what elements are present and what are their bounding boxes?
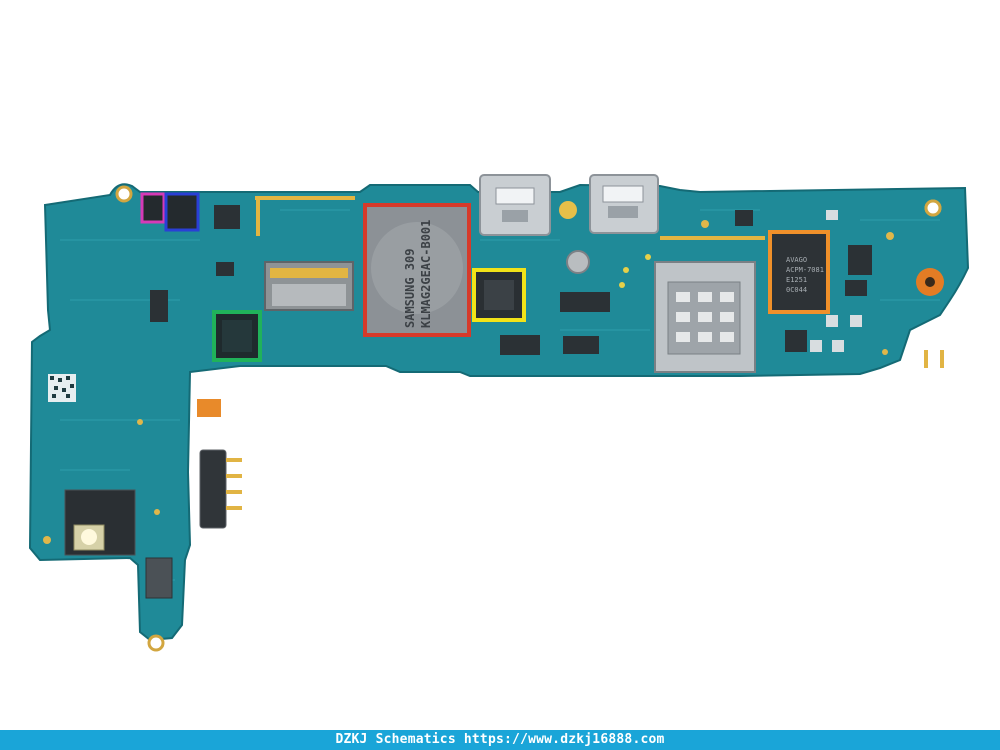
gold-pad [619, 282, 625, 288]
memory-chip-label-line2: KLMAG2GEAC-B001 [419, 220, 433, 328]
usb-connector-right [589, 174, 659, 234]
amp-chip-line3: E1251 [786, 276, 807, 284]
headphone-jack [199, 449, 242, 529]
tantalum-capacitor [197, 399, 221, 417]
magenta-highlight-chip [140, 192, 166, 224]
avago-amplifier-chip: AVAGO ACPM-7081 E1251 0C044 [768, 230, 830, 314]
watermark-footer: DZKJ Schematics https://www.dzkj16888.co… [0, 730, 1000, 750]
green-highlight-chip [212, 310, 262, 362]
yellow-highlight-chip [472, 268, 526, 322]
silver-components [810, 210, 862, 352]
gold-pad [645, 254, 651, 260]
gold-pad [623, 267, 629, 273]
amp-chip-line2: ACPM-7081 [786, 266, 824, 274]
logic-board-photo: SAMSUNG 309 KLMAG2GEAC-B001 AVAGO ACPM-7… [28, 174, 970, 652]
sim-card-tray [654, 261, 756, 373]
gold-rail [255, 196, 355, 200]
gold-pad [559, 201, 577, 219]
gold-test-pads [43, 220, 894, 544]
amp-chip-line1: AVAGO [786, 256, 807, 264]
footer-text: DZKJ Schematics https://www.dzkj16888.co… [335, 732, 665, 747]
vibration-motor [566, 250, 590, 274]
samsung-memory-chip: SAMSUNG 309 KLMAG2GEAC-B001 [363, 203, 471, 337]
memory-chip-label-line1: SAMSUNG 309 [403, 249, 417, 328]
microsd-slot [264, 261, 354, 311]
gold-rail [256, 196, 260, 236]
camera-flash-module [64, 489, 136, 556]
usb-connector-left [479, 174, 551, 236]
antenna-contact [916, 268, 944, 368]
amp-chip-line4: 0C044 [786, 286, 807, 294]
gold-rail [660, 236, 765, 240]
mounting-holes [115, 185, 942, 652]
qr-code [48, 374, 76, 402]
blue-highlight-chip [164, 192, 200, 232]
ribbon-connector [145, 557, 173, 599]
small-components [150, 205, 872, 355]
